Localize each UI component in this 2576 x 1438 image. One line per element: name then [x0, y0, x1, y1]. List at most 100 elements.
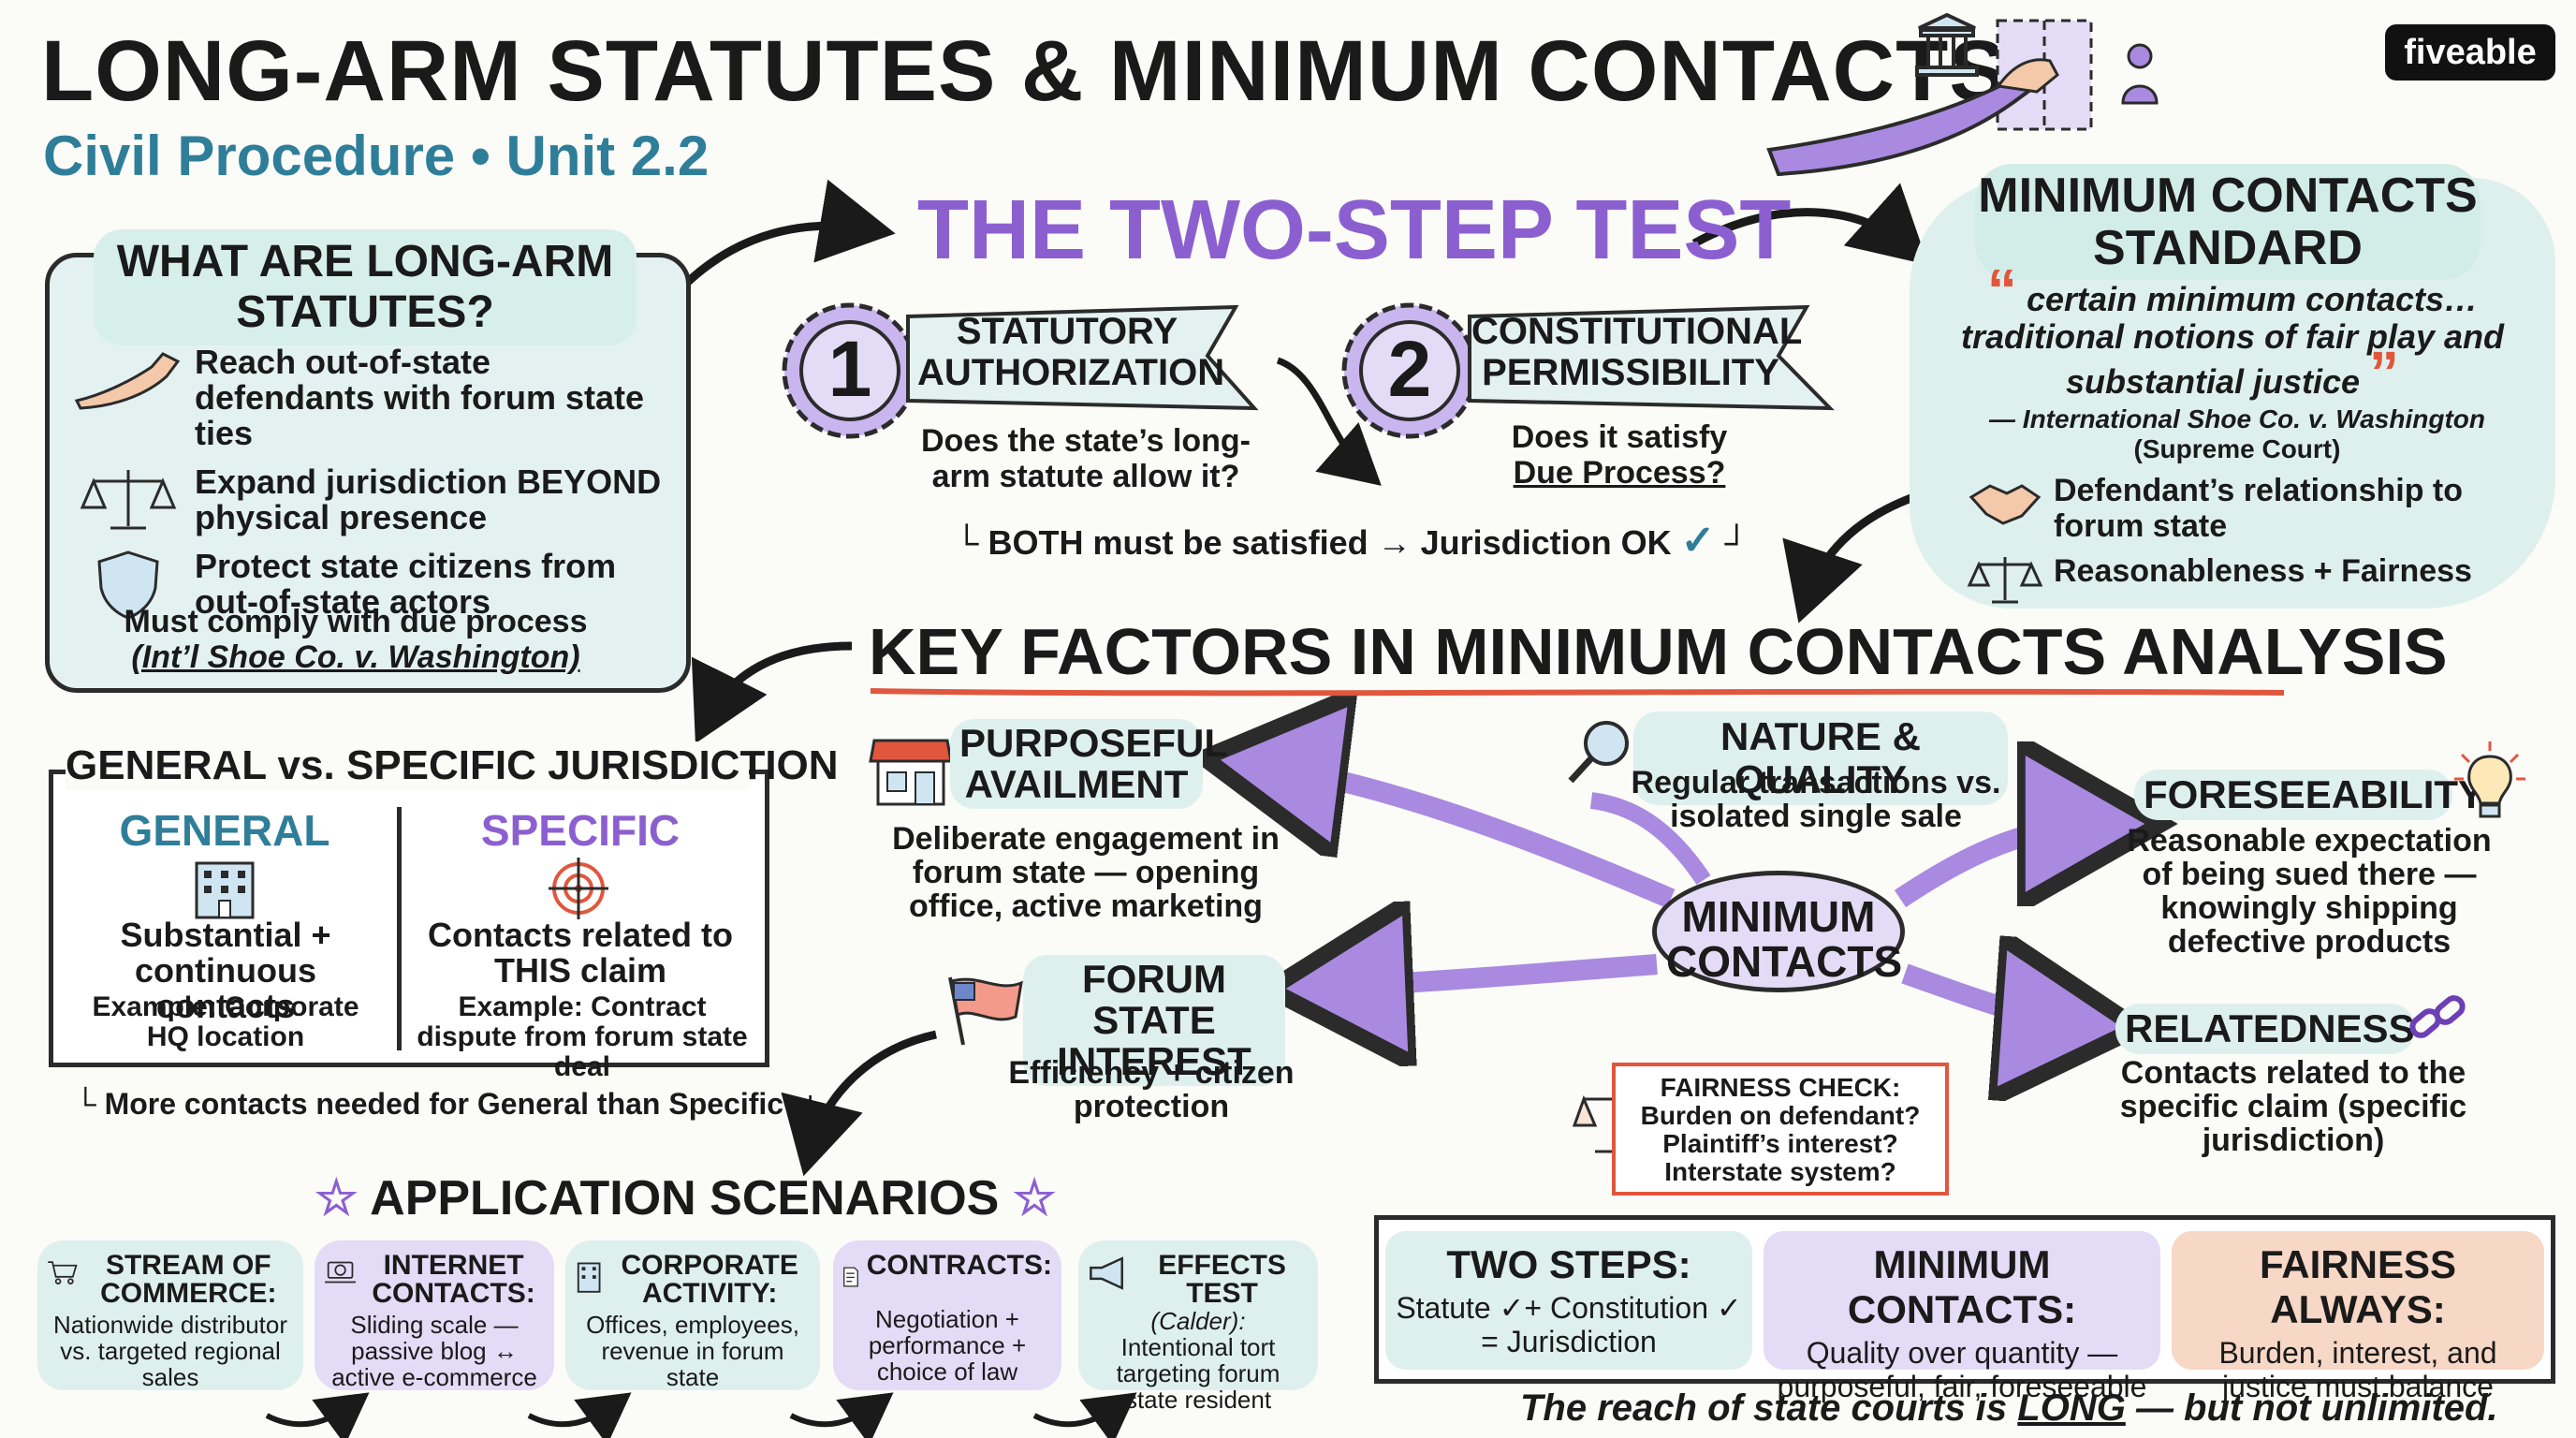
expand-text-a: Expand jurisdiction: [195, 462, 518, 501]
min-contacts-point-text: Defendant’s relationship to forum state: [2054, 473, 2464, 544]
summary-line: Statute ✓+ Constitution ✓: [1396, 1291, 1742, 1325]
scenario-desc: Intentional tort targeting forum state r…: [1116, 1333, 1281, 1414]
scenario-desc: Sliding scale — passive blog ↔ active e-…: [331, 1311, 537, 1391]
brand-logo: fiveable: [2385, 24, 2555, 81]
quote-text: certain minimum contacts… traditional no…: [1960, 280, 2505, 401]
fairness-check-line: Interstate system?: [1664, 1157, 1896, 1186]
shield-icon: [97, 550, 159, 620]
tagline-emphasis: LONG: [2017, 1387, 2126, 1429]
general-title: GENERAL: [119, 806, 330, 855]
summary-title: FAIRNESS ALWAYS:: [2259, 1242, 2457, 1331]
specific-desc: Contacts related to THIS claim: [427, 916, 734, 990]
scenarios-heading: ☆ APPLICATION SCENARIOS ☆: [315, 1170, 1056, 1226]
both-satisfied-text: BOTH must be satisfied → Jurisdiction OK: [988, 523, 1672, 562]
summary-fairness: FAIRNESS ALWAYS: Burden, interest, and j…: [2172, 1231, 2544, 1403]
step-2-question-line: Does it satisfy: [1511, 419, 1728, 455]
scenario-desc: Offices, employees, revenue in forum sta…: [586, 1311, 799, 1391]
target-icon: [549, 858, 608, 919]
scenario-card-effects: EFFECTS TEST (Calder): Intentional tort …: [1078, 1240, 1318, 1413]
page-subtitle: Civil Procedure • Unit 2.2: [43, 125, 710, 187]
scenario-title: EFFECTS TEST: [1158, 1250, 1286, 1309]
long-arm-heading-text: WHAT ARE LONG-ARM STATUTES?: [116, 237, 614, 337]
courthouse-icon: [1915, 12, 1979, 77]
summary-title: TWO STEPS:: [1446, 1242, 1691, 1286]
step-1-badge: [782, 302, 918, 439]
min-contacts-hub: MINIMUM CONTACTS: [1652, 871, 1905, 992]
flag-icon: [948, 976, 1023, 1046]
scenario-card-header: CORPORATE ACTIVITY:: [575, 1252, 811, 1308]
quote-open-icon: “: [1986, 257, 2017, 324]
fairness-check-title: FAIRNESS CHECK:: [1660, 1073, 1901, 1102]
long-arm-item: Expand jurisdiction BEYOND physical pres…: [73, 464, 672, 536]
specific-title: SPECIFIC: [480, 806, 681, 855]
general-desc: Substantial + continuous contacts: [120, 916, 331, 1025]
step-1-ribbon: [906, 304, 1259, 411]
summary-two-steps: TWO STEPS: Statute ✓+ Constitution ✓ = J…: [1385, 1231, 1752, 1370]
gen-spec-note: └ More contacts needed for General than …: [75, 1086, 817, 1122]
min-contacts-quote: “ certain minimum contacts… traditional …: [1938, 260, 2527, 403]
scenario-title: CORPORATE ACTIVITY:: [621, 1250, 798, 1309]
long-arm-item-text: Protect state citizens from out-of-state…: [195, 547, 617, 621]
tagline: The reach of state courts is LONG — but …: [1520, 1386, 2498, 1431]
due-process-link: Due Process?: [1513, 455, 1726, 491]
purposeful-availment-desc: Deliberate engagement in forum state — o…: [892, 821, 1280, 924]
return-arrow-icon: ↵: [783, 1087, 817, 1121]
scenario-desc: Nationwide distributor vs. targeted regi…: [52, 1311, 287, 1391]
nature-quality-title: NATURE & QUALITY: [1633, 712, 2008, 805]
relatedness-desc: Contacts related to the specific claim (…: [2119, 1055, 2467, 1158]
magnifier-icon: [1568, 721, 1629, 784]
long-arm-list: Reach out-of-state defendants with forum…: [73, 345, 672, 620]
scenario-card-contracts: CONTRACTS: Negotiation + performance + c…: [833, 1240, 1061, 1390]
summary-title: MINIMUM CONTACTS:: [1847, 1242, 2077, 1331]
gen-spec-heading: GENERAL vs. SPECIFIC JURISDICTION: [66, 741, 839, 790]
page-title: LONG-ARM STATUTES & MINIMUM CONTACTS: [41, 23, 2008, 119]
gen-spec-note-text: More contacts needed for General than Sp…: [104, 1087, 784, 1121]
courthouse-hand-illustration: [1766, 12, 2159, 177]
document-pen-icon: [843, 1267, 858, 1287]
scenario-card-header: INTERNET CONTACTS:: [324, 1252, 545, 1308]
foreseeability-title: FORESEEABILITY: [2134, 770, 2484, 820]
quote-close-icon: ”: [2369, 339, 2400, 406]
link-chain-icon: [2409, 995, 2466, 1038]
min-contacts-heading: MINIMUM CONTACTS STANDARD: [1975, 164, 2481, 280]
min-contacts-point-text: Reasonableness + Fairness: [2054, 553, 2472, 589]
summary-min-contacts: MINIMUM CONTACTS: Quality over quantity …: [1764, 1231, 2160, 1403]
scenarios-heading-text: APPLICATION SCENARIOS: [370, 1171, 1000, 1225]
relatedness-title: RELATEDNESS: [2115, 1004, 2415, 1054]
scenario-title: INTERNET CONTACTS:: [372, 1250, 535, 1309]
expand-text-b: physical presence: [195, 498, 488, 536]
step-2-badge: [1341, 302, 1478, 439]
case-citation: (Int’l Shoe Co. v. Washington): [131, 639, 580, 675]
min-contacts-point: Defendant’s relationship to forum state: [1966, 473, 2527, 544]
scenario-card-header: STREAM OF COMMERCE:: [47, 1252, 294, 1308]
long-arm-heading: WHAT ARE LONG-ARM STATUTES?: [94, 229, 637, 345]
scenario-card-header: EFFECTS TEST: [1088, 1252, 1309, 1308]
scenario-desc: Negotiation + performance + choice of la…: [868, 1305, 1027, 1386]
summary-line: Burden, interest, and: [2218, 1336, 2497, 1370]
min-contacts-point: Reasonableness + Fairness: [1966, 553, 2527, 606]
tagline-text: — but not unlimited.: [2125, 1387, 2498, 1429]
step-2-label: CONSTITUTIONAL PERMISSIBILITY: [1471, 311, 1803, 393]
nature-quality-desc: Regular transactions vs. isolated single…: [1631, 765, 2001, 834]
bracket-left: └: [955, 523, 988, 562]
scenario-title: CONTRACTS:: [866, 1250, 1052, 1281]
fairness-check-line: Burden on defendant?: [1640, 1101, 1921, 1130]
scenario-title: STREAM OF COMMERCE:: [100, 1250, 277, 1309]
star-icon: ☆: [315, 1171, 371, 1225]
forum-state-title: FORUM STATE INTEREST: [1023, 955, 1285, 1086]
person-icon: [2121, 43, 2159, 105]
both-satisfied-note: └ BOTH must be satisfied → Jurisdiction …: [955, 521, 1749, 564]
summary-line: justice must balance: [2222, 1370, 2494, 1403]
scenario-subtitle: (Calder):: [1150, 1307, 1246, 1335]
scenario-card-stream: STREAM OF COMMERCE: Nationwide distribut…: [37, 1240, 303, 1390]
foreseeability-desc: Reasonable expectation of being sued the…: [2127, 823, 2492, 960]
scenario-card-corporate: CORPORATE ACTIVITY: Offices, employees, …: [565, 1240, 820, 1390]
fairness-check-line: Plaintiff’s interest?: [1662, 1129, 1898, 1158]
general-example: Example: Corporate HQ location: [92, 991, 359, 1052]
two-step-heading: THE TWO-STEP TEST: [917, 183, 1792, 277]
citation-case: — International Shoe Co. v. Washington: [1989, 404, 2485, 433]
due-process-note-line: Must comply with due process: [124, 604, 588, 639]
quote-citation: — International Shoe Co. v. Washington (…: [1947, 404, 2527, 464]
step-2-number: 2: [1387, 325, 1432, 413]
summary-line: = Jurisdiction: [1481, 1325, 1657, 1358]
